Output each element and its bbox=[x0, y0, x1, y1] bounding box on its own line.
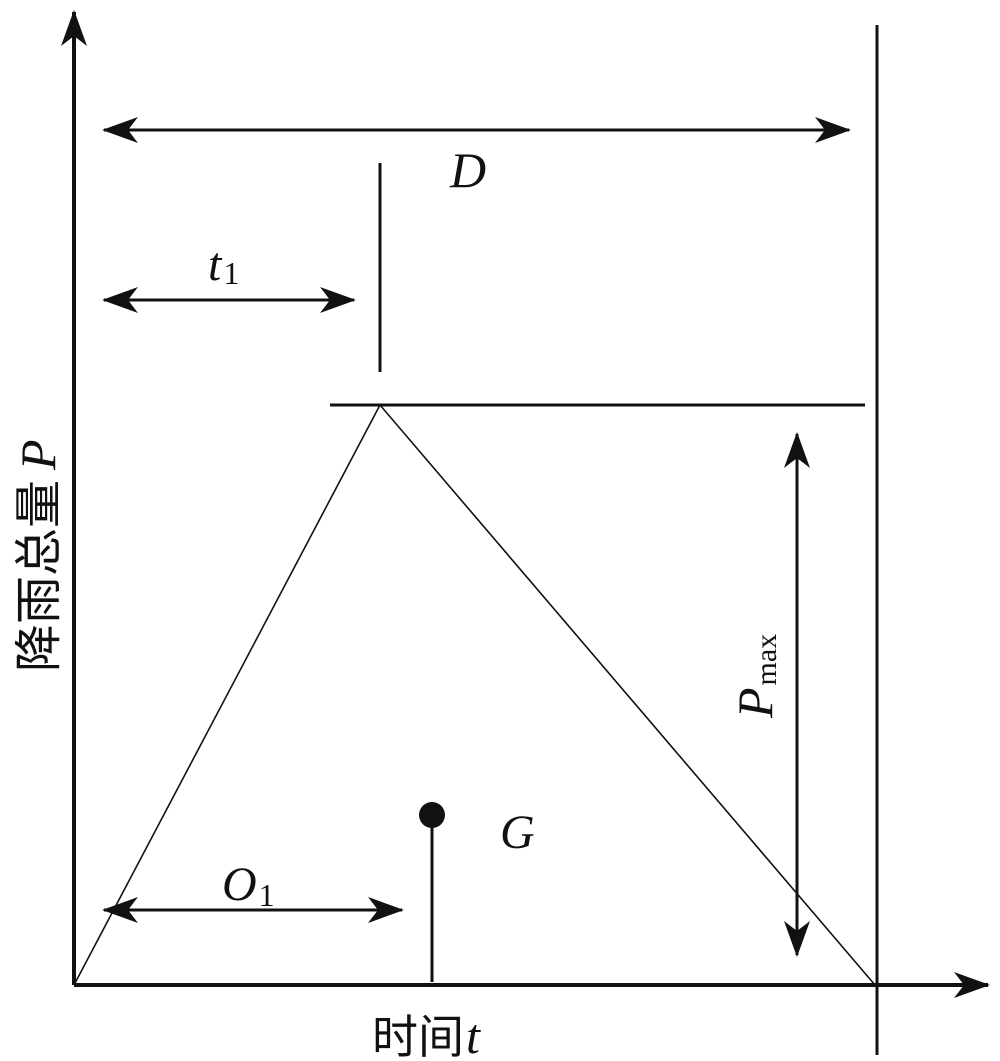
x-axis-title: 时间t bbox=[372, 1008, 481, 1061]
svg-text:降雨总量P: 降雨总量P bbox=[10, 439, 67, 672]
label-G: G bbox=[500, 806, 535, 859]
label-Pmax: Pmax bbox=[727, 634, 783, 719]
label-t1: t1 bbox=[208, 238, 239, 291]
label-D: D bbox=[449, 142, 486, 198]
rising-limb bbox=[73, 404, 381, 986]
centroid-dot bbox=[419, 802, 445, 828]
label-O1: O1 bbox=[222, 858, 275, 913]
svg-text:Pmax: Pmax bbox=[727, 634, 783, 719]
falling-limb bbox=[379, 404, 876, 986]
y-axis-title: 降雨总量P bbox=[10, 439, 67, 672]
